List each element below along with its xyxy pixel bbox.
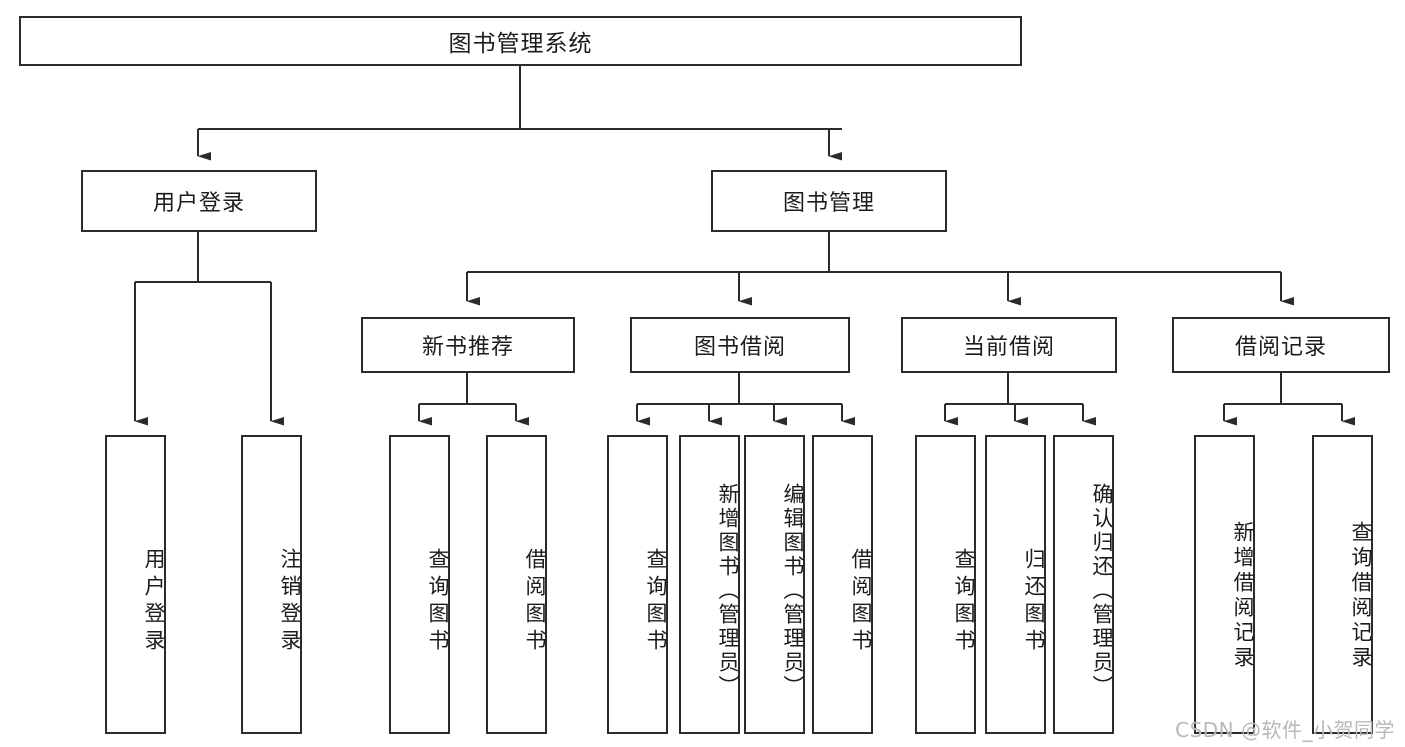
node-new-book-recommend[interactable]: 新书推荐	[361, 317, 575, 373]
node-leaf-query-borrow-record[interactable]: 查询借阅记录	[1312, 435, 1373, 734]
node-book-management[interactable]: 图书管理	[711, 170, 947, 232]
node-leaf-edit-book[interactable]: 编辑图书（管理员）	[744, 435, 805, 734]
node-leaf-query-book-recommend[interactable]: 查询图书	[389, 435, 450, 734]
node-leaf-logout-login[interactable]: 注销登录	[241, 435, 302, 734]
node-user-login[interactable]: 用户登录	[81, 170, 317, 232]
node-borrow-record[interactable]: 借阅记录	[1172, 317, 1390, 373]
node-label: 新增图书（管理员）	[716, 482, 740, 699]
node-leaf-confirm-return[interactable]: 确认归还（管理员）	[1053, 435, 1114, 734]
node-label: 用户登录	[142, 547, 166, 656]
node-leaf-borrow-book[interactable]: 借阅图书	[812, 435, 873, 734]
node-label: 确认归还（管理员）	[1090, 482, 1114, 699]
node-label: 图书借阅	[693, 335, 786, 360]
node-leaf-add-borrow-record[interactable]: 新增借阅记录	[1194, 435, 1255, 734]
node-label: 新增借阅记录	[1231, 520, 1255, 671]
node-label: 借阅记录	[1234, 335, 1327, 360]
node-label: 编辑图书（管理员）	[781, 482, 805, 699]
node-label: 注销登录	[278, 547, 302, 656]
node-leaf-return-book[interactable]: 归还图书	[985, 435, 1046, 734]
node-current-borrow[interactable]: 当前借阅	[901, 317, 1117, 373]
node-label: 借阅图书	[849, 547, 873, 656]
node-label: 归还图书	[1022, 547, 1046, 656]
node-leaf-user-login[interactable]: 用户登录	[105, 435, 166, 734]
node-label: 借阅图书	[523, 547, 547, 656]
node-leaf-query-book-current[interactable]: 查询图书	[915, 435, 976, 734]
node-label: 查询图书	[644, 547, 668, 656]
node-book-management-system[interactable]: 图书管理系统	[19, 16, 1022, 66]
node-book-borrow[interactable]: 图书借阅	[630, 317, 850, 373]
node-label: 查询借阅记录	[1349, 520, 1373, 671]
node-leaf-query-book-borrow[interactable]: 查询图书	[607, 435, 668, 734]
node-leaf-add-book[interactable]: 新增图书（管理员）	[679, 435, 740, 734]
node-label: 当前借阅	[962, 335, 1055, 360]
node-label: 图书管理系统	[448, 31, 593, 57]
node-label: 图书管理	[782, 191, 875, 216]
node-label: 查询图书	[426, 547, 450, 656]
node-label: 用户登录	[152, 191, 245, 216]
node-label: 查询图书	[952, 547, 976, 656]
node-label: 新书推荐	[421, 335, 514, 360]
node-leaf-borrow-book-recommend[interactable]: 借阅图书	[486, 435, 547, 734]
